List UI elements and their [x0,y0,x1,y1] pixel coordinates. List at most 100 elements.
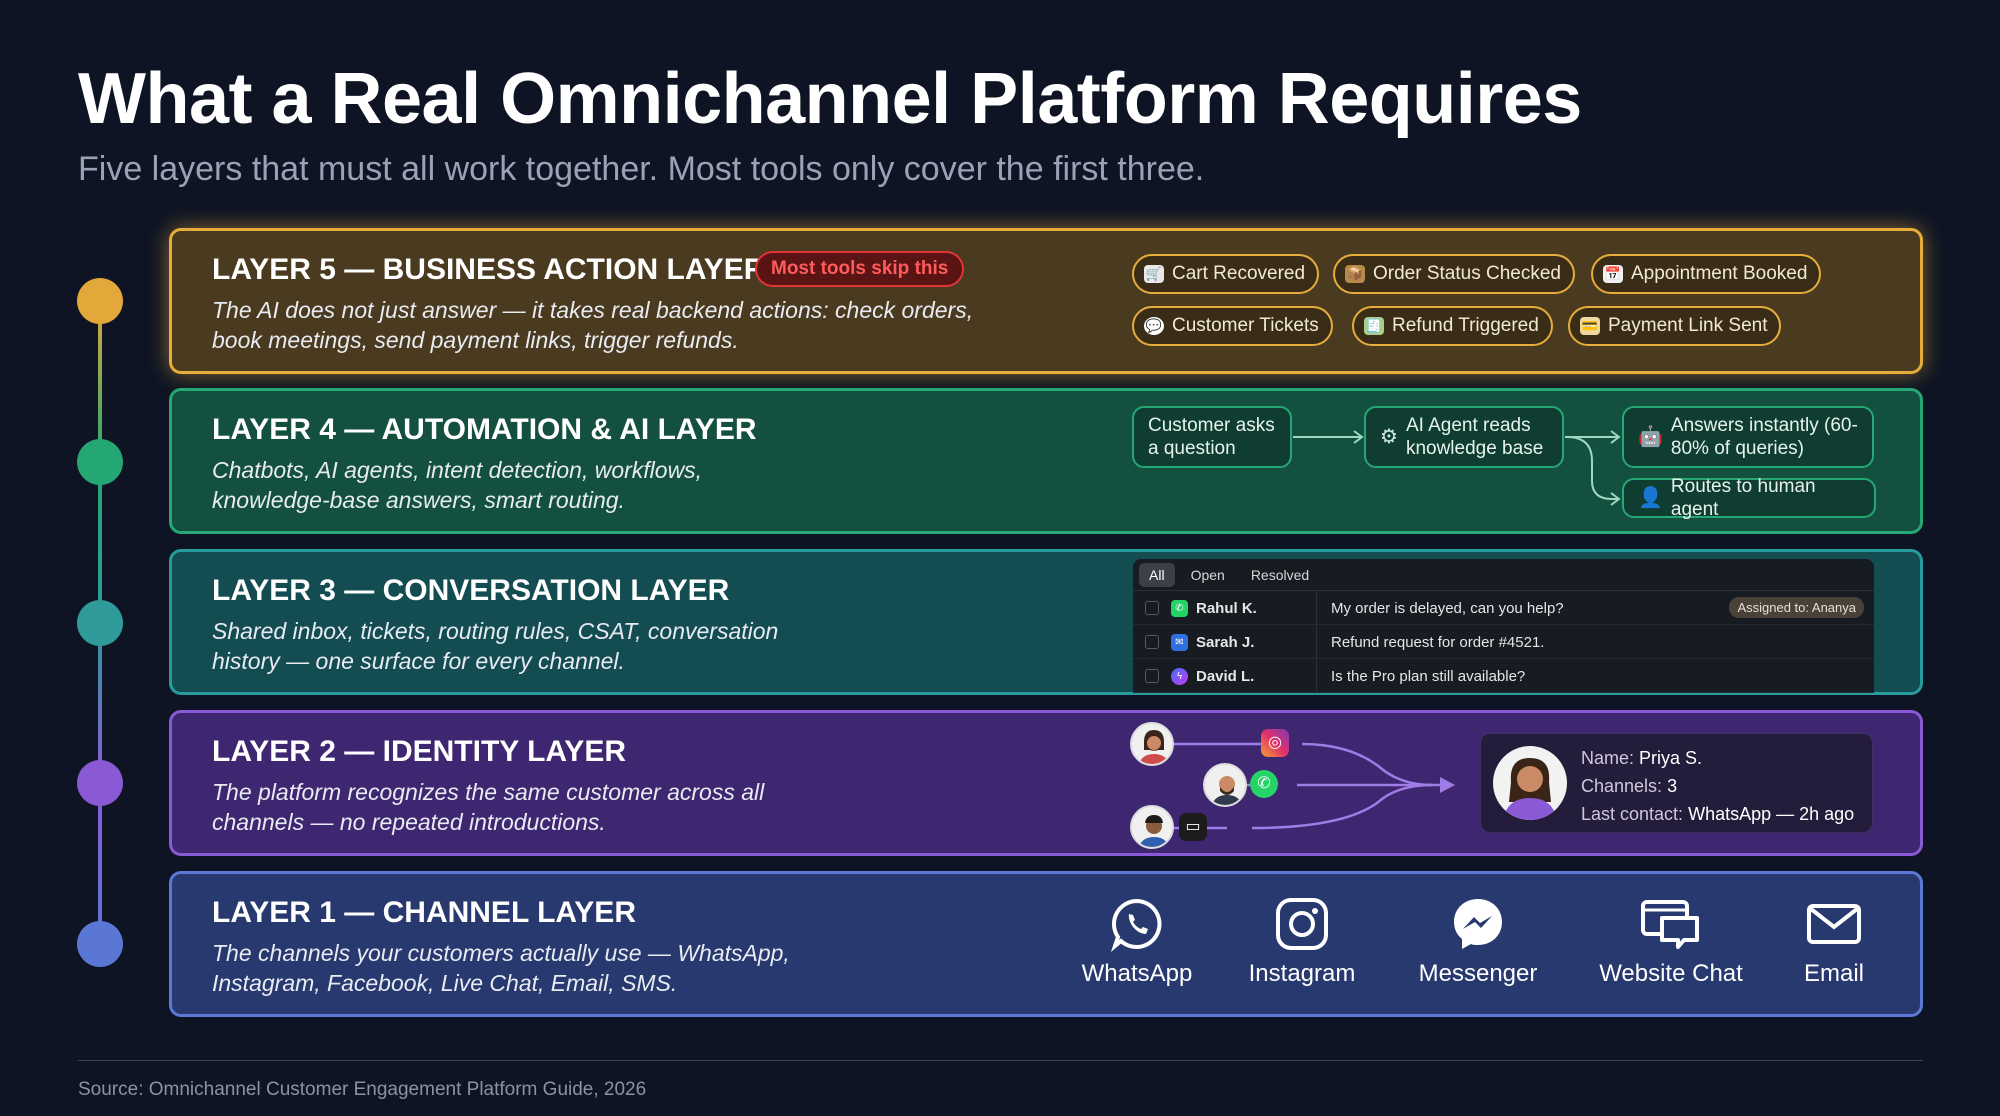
profile-channels: 3 [1667,776,1678,796]
email-icon: ✉ [1171,634,1188,651]
receipt-icon: 🧾 [1364,317,1384,335]
flow-connectors [1293,430,1621,506]
gear-icon: ⚙ [1380,425,1398,448]
profile-name-label: Name: [1581,748,1635,768]
cart-icon: 🛒 [1144,265,1164,283]
email-icon [1807,904,1861,944]
timeline-dot-layer5 [77,278,123,324]
instagram-icon [1276,898,1328,950]
profile-channels-label: Channels: [1581,776,1663,796]
channel-label: Instagram [1248,960,1356,987]
flow-out-label: Routes to human agent [1670,476,1816,520]
tab-resolved[interactable]: Resolved [1250,566,1310,583]
flow-step-label: AI Agent reads knowledge base [1405,415,1544,459]
contact-name: David L. [1196,668,1255,685]
timeline-dot-layer3 [77,600,123,646]
column-divider [1316,625,1317,659]
card-icon: 💳 [1580,317,1600,335]
customer-avatar [1130,805,1174,849]
chip-cart-recovered: 🛒 Cart Recovered [1132,254,1320,294]
channel-label: Messenger [1418,960,1538,987]
whatsapp-icon: ✆ [1171,600,1188,617]
calendar-icon: 📅 [1603,265,1623,283]
customer-avatar [1203,763,1247,807]
row-checkbox[interactable] [1145,635,1159,649]
chat-icon: 💬 [1144,317,1164,335]
chat-icon: ▭ [1179,813,1207,841]
timeline-dot-layer1 [77,921,123,967]
inbox-row[interactable]: ✆ Rahul K. My order is delayed, can you … [1133,591,1874,625]
chat-icon [1641,900,1699,949]
chip-label: Order Status Checked [1373,263,1561,284]
tab-open[interactable]: Open [1190,566,1225,583]
inbox-tabs: All Open Resolved [1133,559,1874,591]
flow-step-customer-asks: Customer asks a question [1132,406,1292,468]
layer-2-description: The platform recognizes the same custome… [212,779,765,835]
assigned-badge: Assigned to: Ananya [1729,597,1864,618]
chip-label: Refund Triggered [1392,315,1539,336]
layer-2-title: LAYER 2 — IDENTITY LAYER [212,735,626,768]
chip-refund-triggered: 🧾 Refund Triggered [1352,306,1553,346]
profile-details: Name: Priya S. Channels: 3 Last contact:… [1581,744,1854,828]
inbox-row[interactable]: ϟ David L. Is the Pro plan still availab… [1133,659,1874,693]
shared-inbox: All Open Resolved ✆ Rahul K. My order is… [1133,559,1874,693]
layer-3-title: LAYER 3 — CONVERSATION LAYER [212,574,730,607]
customer-avatar [1130,722,1174,766]
chip-label: Customer Tickets [1172,315,1319,336]
layer-5-business-action: LAYER 5 — BUSINESS ACTION LAYER Most too… [169,228,1923,374]
package-icon: 📦 [1345,265,1365,283]
message-preview: Refund request for order #4521. [1331,634,1545,651]
contact-name: Sarah J. [1196,634,1255,651]
person-icon: 👤 [1638,486,1663,509]
chip-order-status: 📦 Order Status Checked [1333,254,1575,294]
layer-4-description: Chatbots, AI agents, intent detection, w… [212,457,703,513]
layer-5-description: The AI does not just answer — it takes r… [212,297,974,353]
chip-label: Cart Recovered [1172,263,1306,284]
channel-label: Website Chat [1599,960,1743,987]
channel-whatsapp: WhatsApp [1072,896,1202,988]
whatsapp-icon [1110,898,1162,952]
profile-last-contact: WhatsApp — 2h ago [1688,804,1855,824]
page-title: What a Real Omnichannel Platform Require… [78,59,1582,139]
tab-all[interactable]: All [1139,562,1175,587]
channel-instagram: Instagram [1237,896,1367,988]
layer-4-title: LAYER 4 — AUTOMATION & AI LAYER [212,413,757,446]
flow-out-label: Answers instantly (60-80% of queries) [1670,415,1858,459]
column-divider [1316,659,1317,693]
instagram-icon: ◎ [1261,729,1289,757]
row-checkbox[interactable] [1145,601,1159,615]
column-divider [1316,591,1317,625]
message-preview: My order is delayed, can you help? [1331,600,1564,617]
layer-3-description: Shared inbox, tickets, routing rules, CS… [212,618,779,674]
flow-out-answers-instantly: 🤖 Answers instantly (60-80% of queries) [1622,406,1874,468]
timeline-dot-layer4 [77,439,123,485]
chip-label: Appointment Booked [1631,263,1808,284]
messenger-icon: ϟ [1171,668,1188,685]
flow-step-label: Customer asks a question [1148,415,1275,459]
robot-icon: 🤖 [1638,425,1663,448]
source-citation: Source: Omnichannel Customer Engagement … [78,1079,647,1100]
chip-payment-link-sent: 💳 Payment Link Sent [1568,306,1782,346]
flow-step-ai-agent: ⚙ AI Agent reads knowledge base [1364,406,1564,468]
message-preview: Is the Pro plan still available? [1331,668,1526,685]
profile-name: Priya S. [1639,748,1703,768]
layer-1-title: LAYER 1 — CHANNEL LAYER [212,896,636,929]
whatsapp-icon: ✆ [1250,770,1278,798]
layer-2-identity: LAYER 2 — IDENTITY LAYER The platform re… [169,710,1923,856]
layer-4-automation-ai: LAYER 4 — AUTOMATION & AI LAYER Chatbots… [169,388,1923,534]
chip-label: Payment Link Sent [1608,315,1768,336]
inbox-row[interactable]: ✉ Sarah J. Refund request for order #452… [1133,625,1874,659]
chip-customer-tickets: 💬 Customer Tickets [1132,306,1333,346]
profile-avatar [1493,746,1567,820]
footer-divider [78,1060,1923,1061]
layer-3-conversation: LAYER 3 — CONVERSATION LAYER Shared inbo… [169,549,1923,695]
layer-5-title: LAYER 5 — BUSINESS ACTION LAYER [212,253,766,286]
messenger-icon [1454,899,1502,949]
page-subtitle: Five layers that must all work together.… [78,150,1205,188]
unified-profile-card: Name: Priya S. Channels: 3 Last contact:… [1480,733,1873,833]
chip-appointment-booked: 📅 Appointment Booked [1591,254,1822,294]
profile-last-contact-label: Last contact: [1581,804,1684,824]
row-checkbox[interactable] [1145,669,1159,683]
timeline-dot-layer2 [77,760,123,806]
channel-website-chat: Website Chat [1586,896,1756,988]
